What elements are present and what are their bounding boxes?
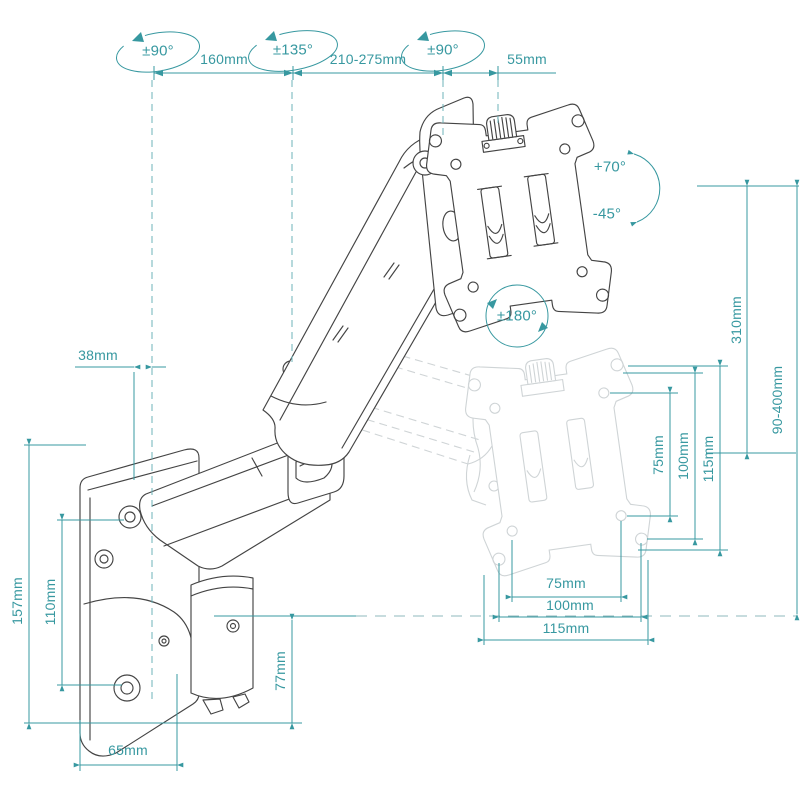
dim-label-head-to-plate: 55mm	[507, 51, 547, 67]
rotation-label-elbow-swivel: ±135°	[272, 41, 314, 59]
rotation-label-wall-swivel: ±90°	[142, 42, 174, 60]
head-swivel-symbol	[401, 30, 485, 72]
mount-drawing	[79, 96, 612, 757]
rotation-label-tilt-down: -45°	[592, 205, 622, 223]
dim-label-wall-plate-width: 65mm	[108, 742, 148, 758]
tilt-arc	[627, 149, 661, 227]
dim-label-base-arm-drop: 77mm	[272, 651, 288, 691]
wall-swivel-symbol	[116, 31, 200, 73]
dim-label-vesa-horizontal-75: 75mm	[546, 575, 586, 591]
rotation-circle	[485, 284, 549, 348]
wall-elbow-drawing	[190, 575, 254, 715]
dim-label-vesa-horizontal-115: 115mm	[542, 620, 590, 636]
ghost-vesa-plate	[465, 347, 651, 577]
vesa-plate-drawing	[426, 103, 612, 333]
rotation-label-head-swivel: ±90°	[427, 41, 459, 59]
dim-label-wall-offset: 38mm	[78, 347, 118, 363]
elbow-swivel-symbol	[248, 30, 338, 72]
dim-label-wall-plate-height: 157mm	[9, 577, 25, 625]
dim-label-vesa-vertical-115: 115mm	[700, 435, 716, 483]
dim-label-wall-to-elbow: 160mm	[200, 51, 248, 67]
dim-label-mount-hole-spacing: 110mm	[42, 578, 58, 626]
dim-label-vesa-vertical-75: 75mm	[650, 435, 666, 475]
rotation-label-tilt-up: +70°	[593, 158, 627, 176]
dim-label-height-range: 90-400mm	[769, 365, 785, 435]
dim-label-elbow-to-head: 210-275mm	[329, 51, 407, 67]
dimension-lines	[24, 30, 800, 771]
dim-label-vesa-vertical-100: 100mm	[675, 432, 691, 480]
dim-label-vertical-travel: 310mm	[728, 296, 744, 344]
ghost-position-drawing	[333, 337, 651, 577]
dim-label-vesa-horizontal-100: 100mm	[546, 597, 594, 613]
rotation-label-vesa-rotation: ±180°	[496, 307, 538, 325]
adjustment-knob-drawing	[481, 114, 526, 153]
